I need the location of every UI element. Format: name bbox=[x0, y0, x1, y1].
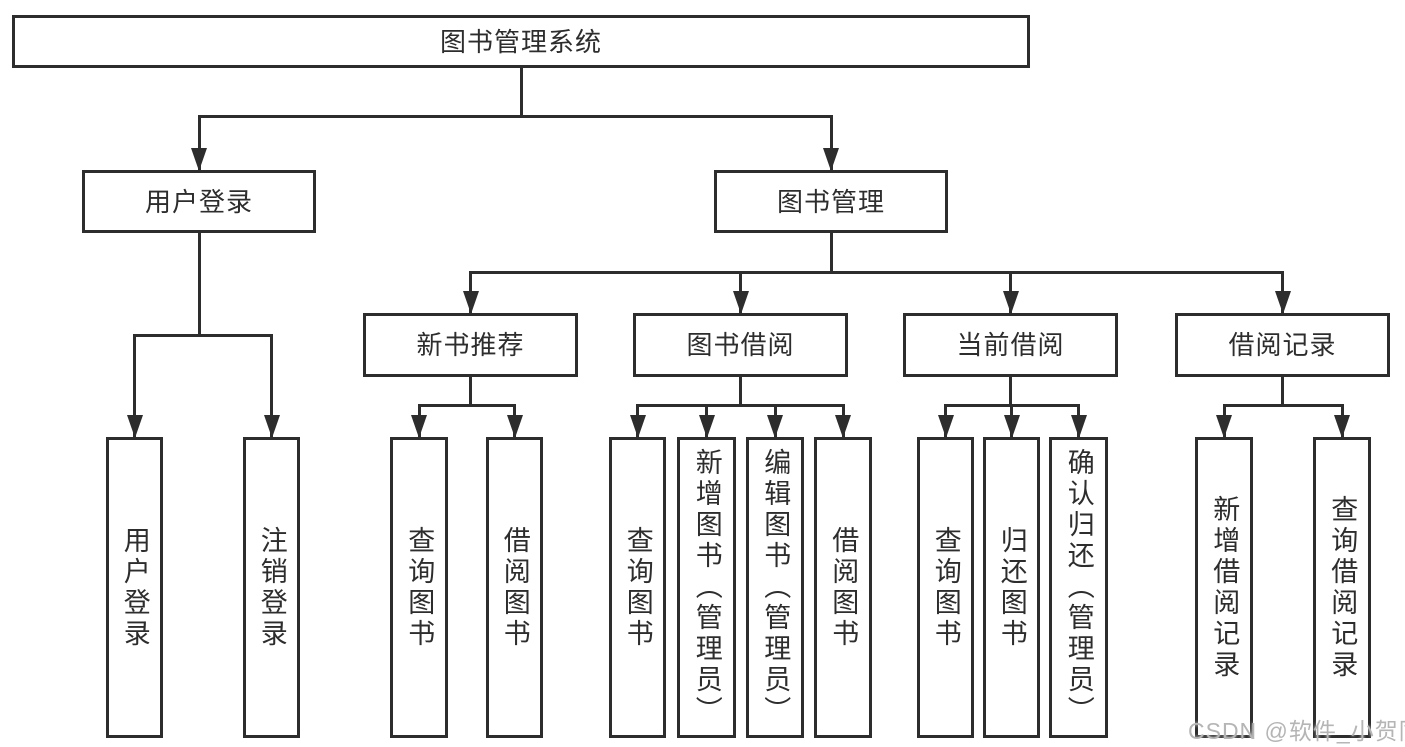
node-bb-borrow: 借阅图书 bbox=[814, 437, 872, 738]
arrow-down-icon bbox=[191, 148, 207, 171]
node-new-book-rec: 新书推荐 bbox=[363, 313, 578, 377]
arrow-down-icon bbox=[835, 415, 851, 438]
watermark: CSDN @软件_小贺同学 bbox=[1188, 718, 1405, 744]
node-login: 用户登录 bbox=[106, 437, 163, 738]
connector-line bbox=[197, 114, 833, 118]
node-label-new-book-rec: 新书推荐 bbox=[416, 330, 525, 360]
node-label-borrow-records: 借阅记录 bbox=[1228, 330, 1337, 360]
node-cb-return: 归还图书 bbox=[983, 437, 1040, 738]
node-label-login: 用户登录 bbox=[119, 525, 150, 650]
node-label-bb-borrow: 借阅图书 bbox=[828, 525, 859, 650]
connector-line bbox=[739, 377, 742, 405]
arrow-down-icon bbox=[263, 415, 280, 438]
connector-line bbox=[133, 335, 136, 437]
node-nb-borrow: 借阅图书 bbox=[486, 437, 543, 738]
connector-line bbox=[197, 233, 201, 335]
arrow-down-icon bbox=[937, 415, 954, 438]
node-label-cb-confirm: 确认归还（管理员） bbox=[1063, 448, 1094, 727]
node-bb-edit: 编辑图书（管理员） bbox=[746, 437, 804, 738]
node-label-br-query: 查询借阅记录 bbox=[1327, 494, 1358, 681]
connector-line bbox=[469, 377, 472, 405]
arrow-down-icon bbox=[1274, 291, 1291, 314]
node-nb-query: 查询图书 bbox=[390, 437, 448, 738]
node-br-add: 新增借阅记录 bbox=[1195, 437, 1253, 738]
arrow-down-icon bbox=[629, 415, 646, 438]
arrow-down-icon bbox=[1070, 415, 1087, 438]
arrow-down-icon bbox=[506, 415, 523, 438]
node-label-br-add: 新增借阅记录 bbox=[1209, 494, 1240, 681]
node-label-nb-query: 查询图书 bbox=[404, 525, 435, 650]
node-br-query: 查询借阅记录 bbox=[1313, 437, 1371, 738]
node-bb-add: 新增图书（管理员） bbox=[677, 437, 736, 738]
node-book-mgmt: 图书管理 bbox=[714, 170, 948, 233]
node-logout: 注销登录 bbox=[243, 437, 300, 738]
node-label-bb-add: 新增图书（管理员） bbox=[691, 448, 722, 727]
node-root: 图书管理系统 bbox=[12, 15, 1030, 68]
connector-line bbox=[1222, 403, 1344, 407]
node-bb-query: 查询图书 bbox=[609, 437, 666, 738]
arrow-down-icon bbox=[1002, 291, 1019, 314]
connector-line bbox=[829, 116, 833, 170]
arrow-down-icon bbox=[732, 291, 749, 314]
arrow-down-icon bbox=[462, 291, 479, 314]
connector-line bbox=[636, 403, 845, 407]
connector-line bbox=[133, 333, 273, 337]
node-cb-query: 查询图书 bbox=[917, 437, 974, 738]
arrow-down-icon bbox=[411, 415, 427, 438]
connector-line bbox=[197, 116, 201, 170]
connector-line bbox=[417, 403, 516, 407]
arrow-down-icon bbox=[1334, 415, 1350, 438]
connector-line bbox=[1009, 377, 1012, 405]
node-label-nb-borrow: 借阅图书 bbox=[499, 525, 530, 650]
node-label-book-borrow: 图书借阅 bbox=[686, 330, 795, 360]
node-label-cb-query: 查询图书 bbox=[930, 525, 961, 650]
arrow-down-icon bbox=[1003, 415, 1020, 438]
arrow-down-icon bbox=[823, 148, 839, 171]
arrow-down-icon bbox=[767, 415, 783, 438]
node-cb-confirm: 确认归还（管理员） bbox=[1049, 437, 1108, 738]
node-current-borrow: 当前借阅 bbox=[903, 313, 1118, 377]
node-borrow-records: 借阅记录 bbox=[1175, 313, 1390, 377]
arrow-down-icon bbox=[126, 415, 143, 438]
node-label-current-borrow: 当前借阅 bbox=[956, 330, 1065, 360]
connector-line bbox=[469, 270, 1284, 274]
node-book-borrow: 图书借阅 bbox=[633, 313, 848, 377]
node-user-login: 用户登录 bbox=[82, 170, 316, 233]
node-label-root: 图书管理系统 bbox=[439, 26, 602, 57]
connector-line bbox=[1281, 377, 1284, 405]
node-label-bb-query: 查询图书 bbox=[622, 525, 653, 650]
arrow-down-icon bbox=[698, 415, 715, 438]
arrow-down-icon bbox=[1216, 415, 1232, 438]
node-label-cb-return: 归还图书 bbox=[996, 525, 1027, 650]
node-label-book-mgmt: 图书管理 bbox=[776, 186, 885, 217]
node-label-logout: 注销登录 bbox=[256, 525, 287, 650]
connector-line bbox=[829, 233, 833, 272]
connector-line bbox=[519, 68, 523, 116]
node-label-user-login: 用户登录 bbox=[144, 186, 253, 217]
node-label-bb-edit: 编辑图书（管理员） bbox=[760, 448, 791, 727]
connector-line bbox=[270, 335, 273, 437]
